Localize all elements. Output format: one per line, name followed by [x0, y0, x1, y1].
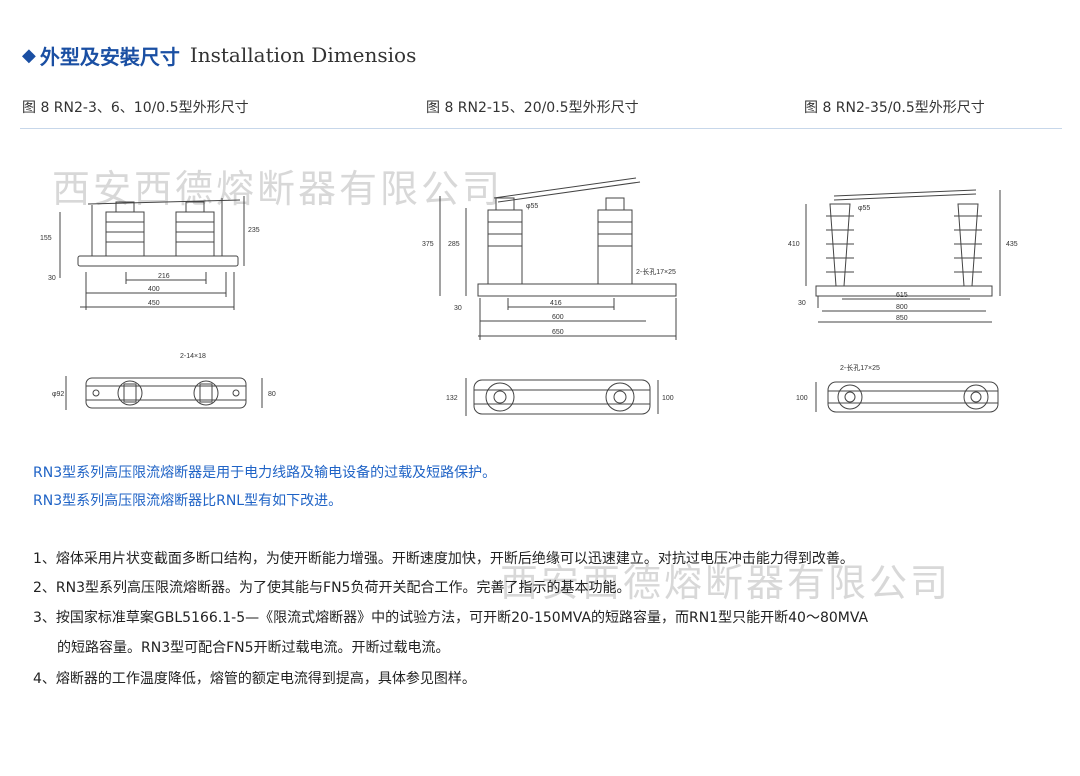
section-title-en: Installation Dimensios — [189, 43, 417, 67]
fig3-dim-b: 410 — [788, 241, 800, 248]
diamond-bullet-icon: ◆ — [22, 44, 36, 66]
fig1-dim-a: 155 — [40, 235, 52, 242]
fig3-dim-c: 435 — [1006, 241, 1018, 248]
header-divider — [20, 128, 1062, 129]
fig1-dim-e: 400 — [148, 286, 160, 293]
fig3-dim-g: 850 — [896, 315, 908, 322]
list-item-4: 4、熔断器的工作温度降低，熔管的额定电流得到提高，具体参见图样。 — [33, 671, 476, 687]
intro-line-2: RN3型系列高压限流熔断器比RNL型有如下改进。 — [33, 493, 343, 509]
watermark-top: 西安西德熔断器有限公司 — [52, 167, 504, 211]
fig3-dim-a: φ55 — [858, 205, 870, 212]
fig2-dim-i: 132 — [446, 395, 458, 402]
fig2-dim-a: φ55 — [526, 203, 538, 210]
fig2-dim-b: 375 — [422, 241, 434, 248]
figure-caption-1: 图 8 RN2-3、6、10/0.5型外形尺寸 — [22, 100, 249, 116]
fig2-side-view — [439, 177, 677, 340]
fig1-dim-c: 235 — [248, 227, 260, 234]
list-item-1: 1、熔体采用片状变截面多断口结构，为使开断能力增强。开断速度加快，开断后绝缘可以… — [33, 551, 854, 567]
section-title-cn: 外型及安裝尺寸 — [39, 44, 180, 69]
fig3-top-view — [815, 381, 999, 413]
fig3-dim-e: 615 — [896, 292, 908, 299]
dimension-drawings: 155 30 235 216 400 450 2-14×18 φ92 80 φ5… — [40, 177, 1018, 416]
fig1-side-view — [59, 196, 245, 310]
fig3-dim-f: 800 — [896, 304, 908, 311]
fig1-dim-g: 2-14×18 — [180, 353, 206, 360]
fig3-dim-d: 30 — [798, 300, 806, 307]
fig2-dim-c: 285 — [448, 241, 460, 248]
fig3-dim-i: 100 — [796, 395, 808, 402]
fig1-dim-i: 80 — [268, 391, 276, 398]
section-title: ◆ 外型及安裝尺寸 Installation Dimensios — [22, 38, 416, 72]
fig2-dim-g: 650 — [552, 329, 564, 336]
fig3-dim-h: 2-长孔17×25 — [840, 363, 880, 372]
fig1-dim-h: φ92 — [52, 391, 64, 398]
fig1-dim-b: 30 — [48, 275, 56, 282]
fig2-dim-e: 416 — [550, 300, 562, 307]
intro-line-1: RN3型系列高压限流熔断器是用于电力线路及输电设备的过载及短路保护。 — [33, 465, 497, 481]
figure-caption-3: 图 8 RN2-35/0.5型外形尺寸 — [804, 100, 985, 116]
fig2-dim-h: 2-长孔17×25 — [636, 267, 676, 276]
list-item-2: 2、RN3型系列高压限流熔断器。为了使其能与FN5负荷开关配合工作。完善了指示的… — [33, 580, 631, 596]
list-item-3-cont: 的短路容量。RN3型可配合FN5开断过载电流。开断过载电流。 — [57, 640, 450, 656]
fig1-dim-f: 450 — [148, 300, 160, 307]
fig1-dim-d: 216 — [158, 273, 170, 280]
fig2-dim-d: 30 — [454, 305, 462, 312]
list-item-3: 3、按国家标准草案GBL5166.1-5—《限流式熔断器》中的试验方法，可开断2… — [33, 610, 869, 626]
fig2-top-view — [465, 378, 659, 416]
fig2-dim-f: 600 — [552, 314, 564, 321]
watermark-bottom: 西安西德熔断器有限公司 — [500, 561, 952, 605]
fig3-side-view — [805, 189, 1001, 323]
fig1-top-view — [65, 376, 263, 410]
fig2-dim-j: 100 — [662, 395, 674, 402]
figure-caption-2: 图 8 RN2-15、20/0.5型外形尺寸 — [426, 100, 639, 116]
